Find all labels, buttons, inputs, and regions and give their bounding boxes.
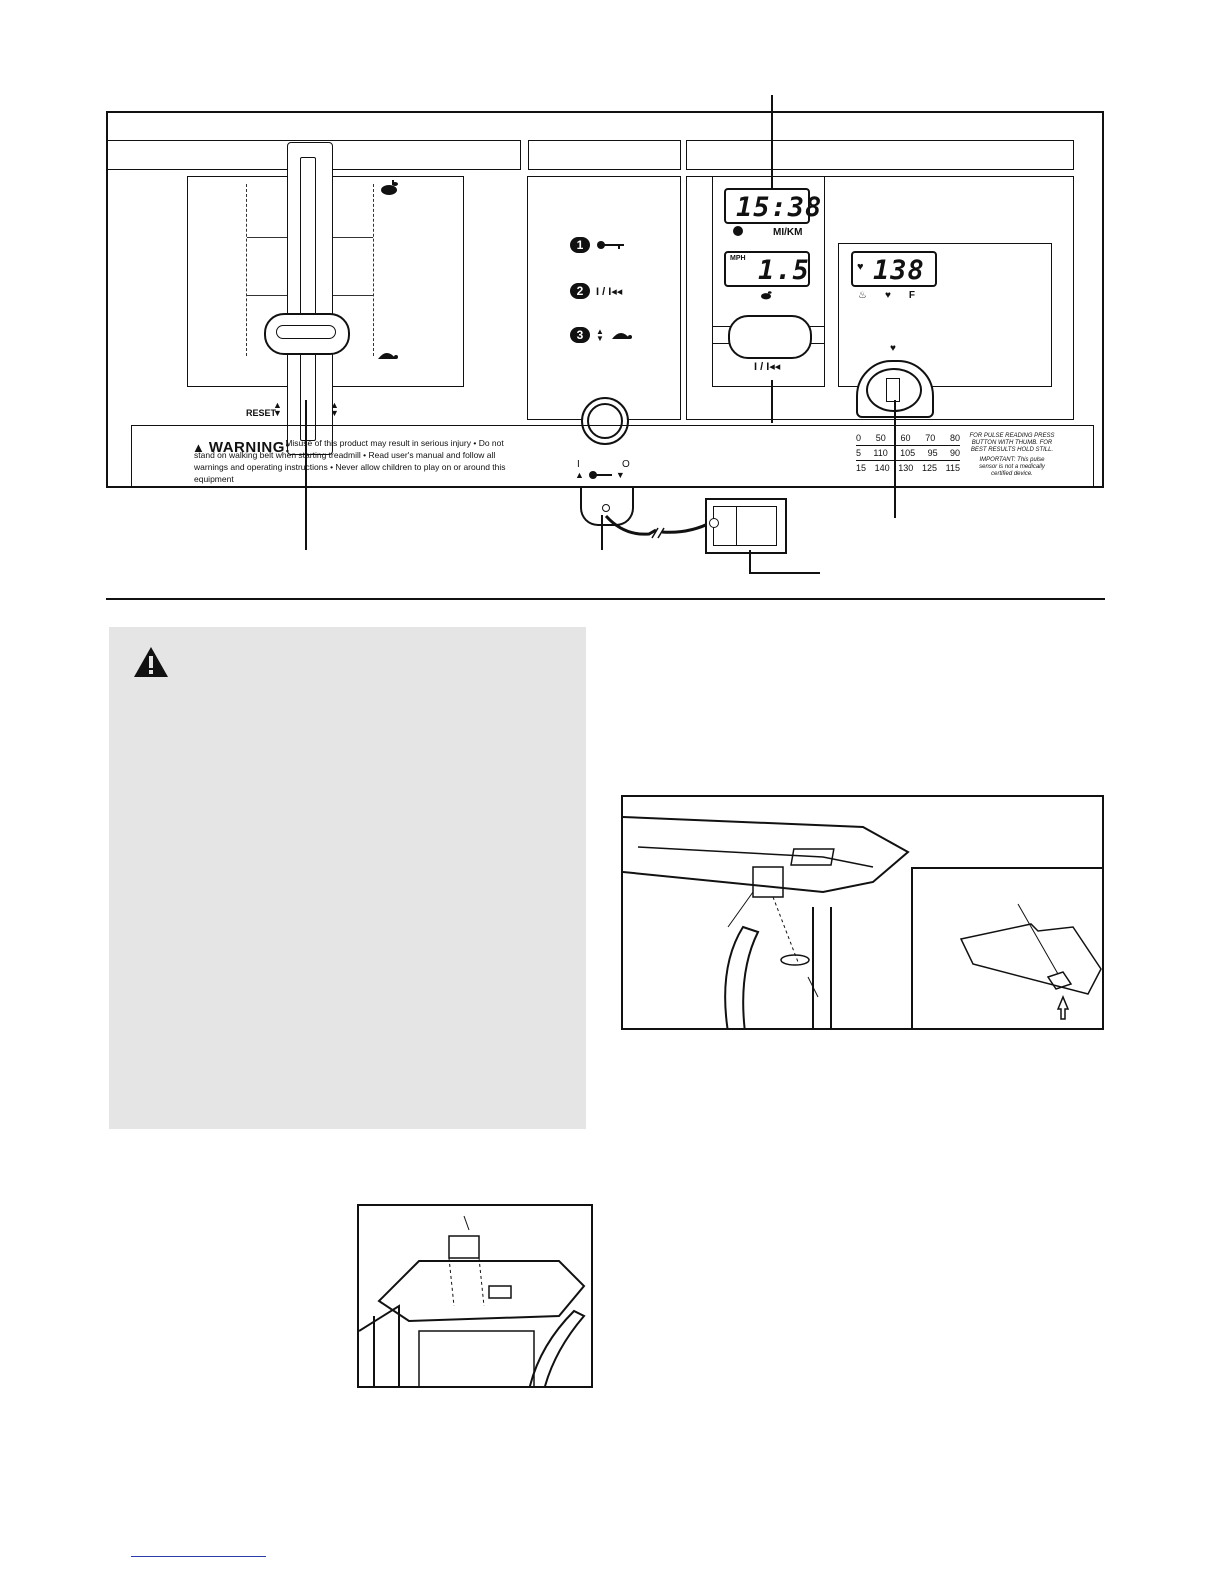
step-2-number: 2: [570, 283, 590, 299]
up-down-arrow-icon: ▲▼: [330, 400, 339, 418]
up-down-arrow-icon: ▲▼: [273, 400, 282, 418]
speed-slider-track: [287, 142, 333, 455]
time-unit-label: MI/KM: [773, 227, 803, 238]
heart-icon: ♥: [890, 343, 896, 354]
figure-console-top: [357, 1204, 593, 1388]
warning-label: ▲ WARNING:: [192, 439, 291, 456]
heart-icon: ♥: [884, 290, 891, 301]
display-panel: [686, 176, 1074, 420]
callout-line-time: [771, 95, 773, 195]
footer-link-rule: [131, 1556, 266, 1557]
header-strip-right: [686, 140, 1074, 170]
key-icon: ▲ ▼: [575, 470, 625, 480]
warning-strip: [131, 425, 1094, 488]
speed-slider-knob[interactable]: [264, 313, 350, 355]
key[interactable]: [705, 498, 787, 554]
key-slot[interactable]: [581, 397, 629, 445]
console-top-illustration: [359, 1215, 586, 1386]
key-cord: [604, 514, 713, 539]
hare-icon: [761, 291, 772, 300]
key-on-label: I: [577, 459, 580, 470]
pulse-important: IMPORTANT: This pulse sensor is not a me…: [979, 457, 1045, 477]
section-divider: [106, 598, 1105, 600]
console-panel: [106, 111, 1104, 488]
speed-grid-left: [246, 184, 287, 356]
reset-label: RESET: [246, 408, 277, 418]
key-icon: [597, 241, 624, 249]
tortoise-icon: [611, 333, 632, 339]
warning-triangle-icon: ▲: [192, 440, 205, 455]
step-2: 2 I / I◂◂: [570, 283, 622, 299]
warning-text: • Misuse of this product may result in s…: [194, 438, 506, 484]
pulse-indicator-row: ♨ ♥ F: [858, 290, 915, 301]
key-clip[interactable]: [580, 488, 634, 526]
pulse-display: ♥ 138: [851, 251, 937, 287]
step-1: 1: [570, 237, 624, 253]
callout-line-key: [749, 550, 751, 573]
treadmill-console-illustration: [623, 816, 910, 1028]
fat-burn-label: F: [908, 290, 916, 301]
hare-icon: [381, 180, 398, 195]
step-2-label: I / I◂◂: [596, 285, 623, 298]
callout-line-pulse: [894, 400, 896, 518]
up-down-arrow-icon: ▲▼: [596, 327, 604, 343]
clock-icon: [733, 226, 743, 236]
start-stop-label: I / I◂◂: [754, 361, 781, 373]
header-strip-middle: [528, 140, 681, 170]
callout-line-slider: [305, 400, 307, 550]
speed-display: MPH 1.5: [724, 251, 810, 287]
key-off-label: O: [622, 459, 630, 470]
time-display: 15:38: [724, 188, 821, 224]
pulse-panel: [838, 243, 1052, 387]
tortoise-icon: [378, 353, 398, 359]
display-subpanel-left: [712, 176, 825, 387]
inset-panel: [911, 867, 1102, 1028]
step-3: 3 ▲▼: [570, 327, 632, 343]
danger-box: [109, 627, 586, 1129]
start-stop-button[interactable]: [728, 315, 812, 359]
pulse-instructions: FOR PULSE READING PRESS BUTTON WITH THUM…: [969, 433, 1055, 453]
heart-icon: ♥: [857, 261, 864, 273]
step-3-number: 3: [570, 327, 590, 343]
warning-triangle-icon: [134, 647, 168, 677]
figure-receiver: [621, 795, 1104, 1030]
flame-icon: ♨: [858, 290, 867, 301]
speed-grid-right: [333, 184, 374, 356]
step-1-number: 1: [570, 237, 590, 253]
callout-line-key-h: [749, 572, 820, 574]
receiver-inset-illustration: [959, 903, 1102, 1020]
callout-line-start: [771, 380, 773, 423]
callout-line-key-clip: [601, 515, 603, 550]
